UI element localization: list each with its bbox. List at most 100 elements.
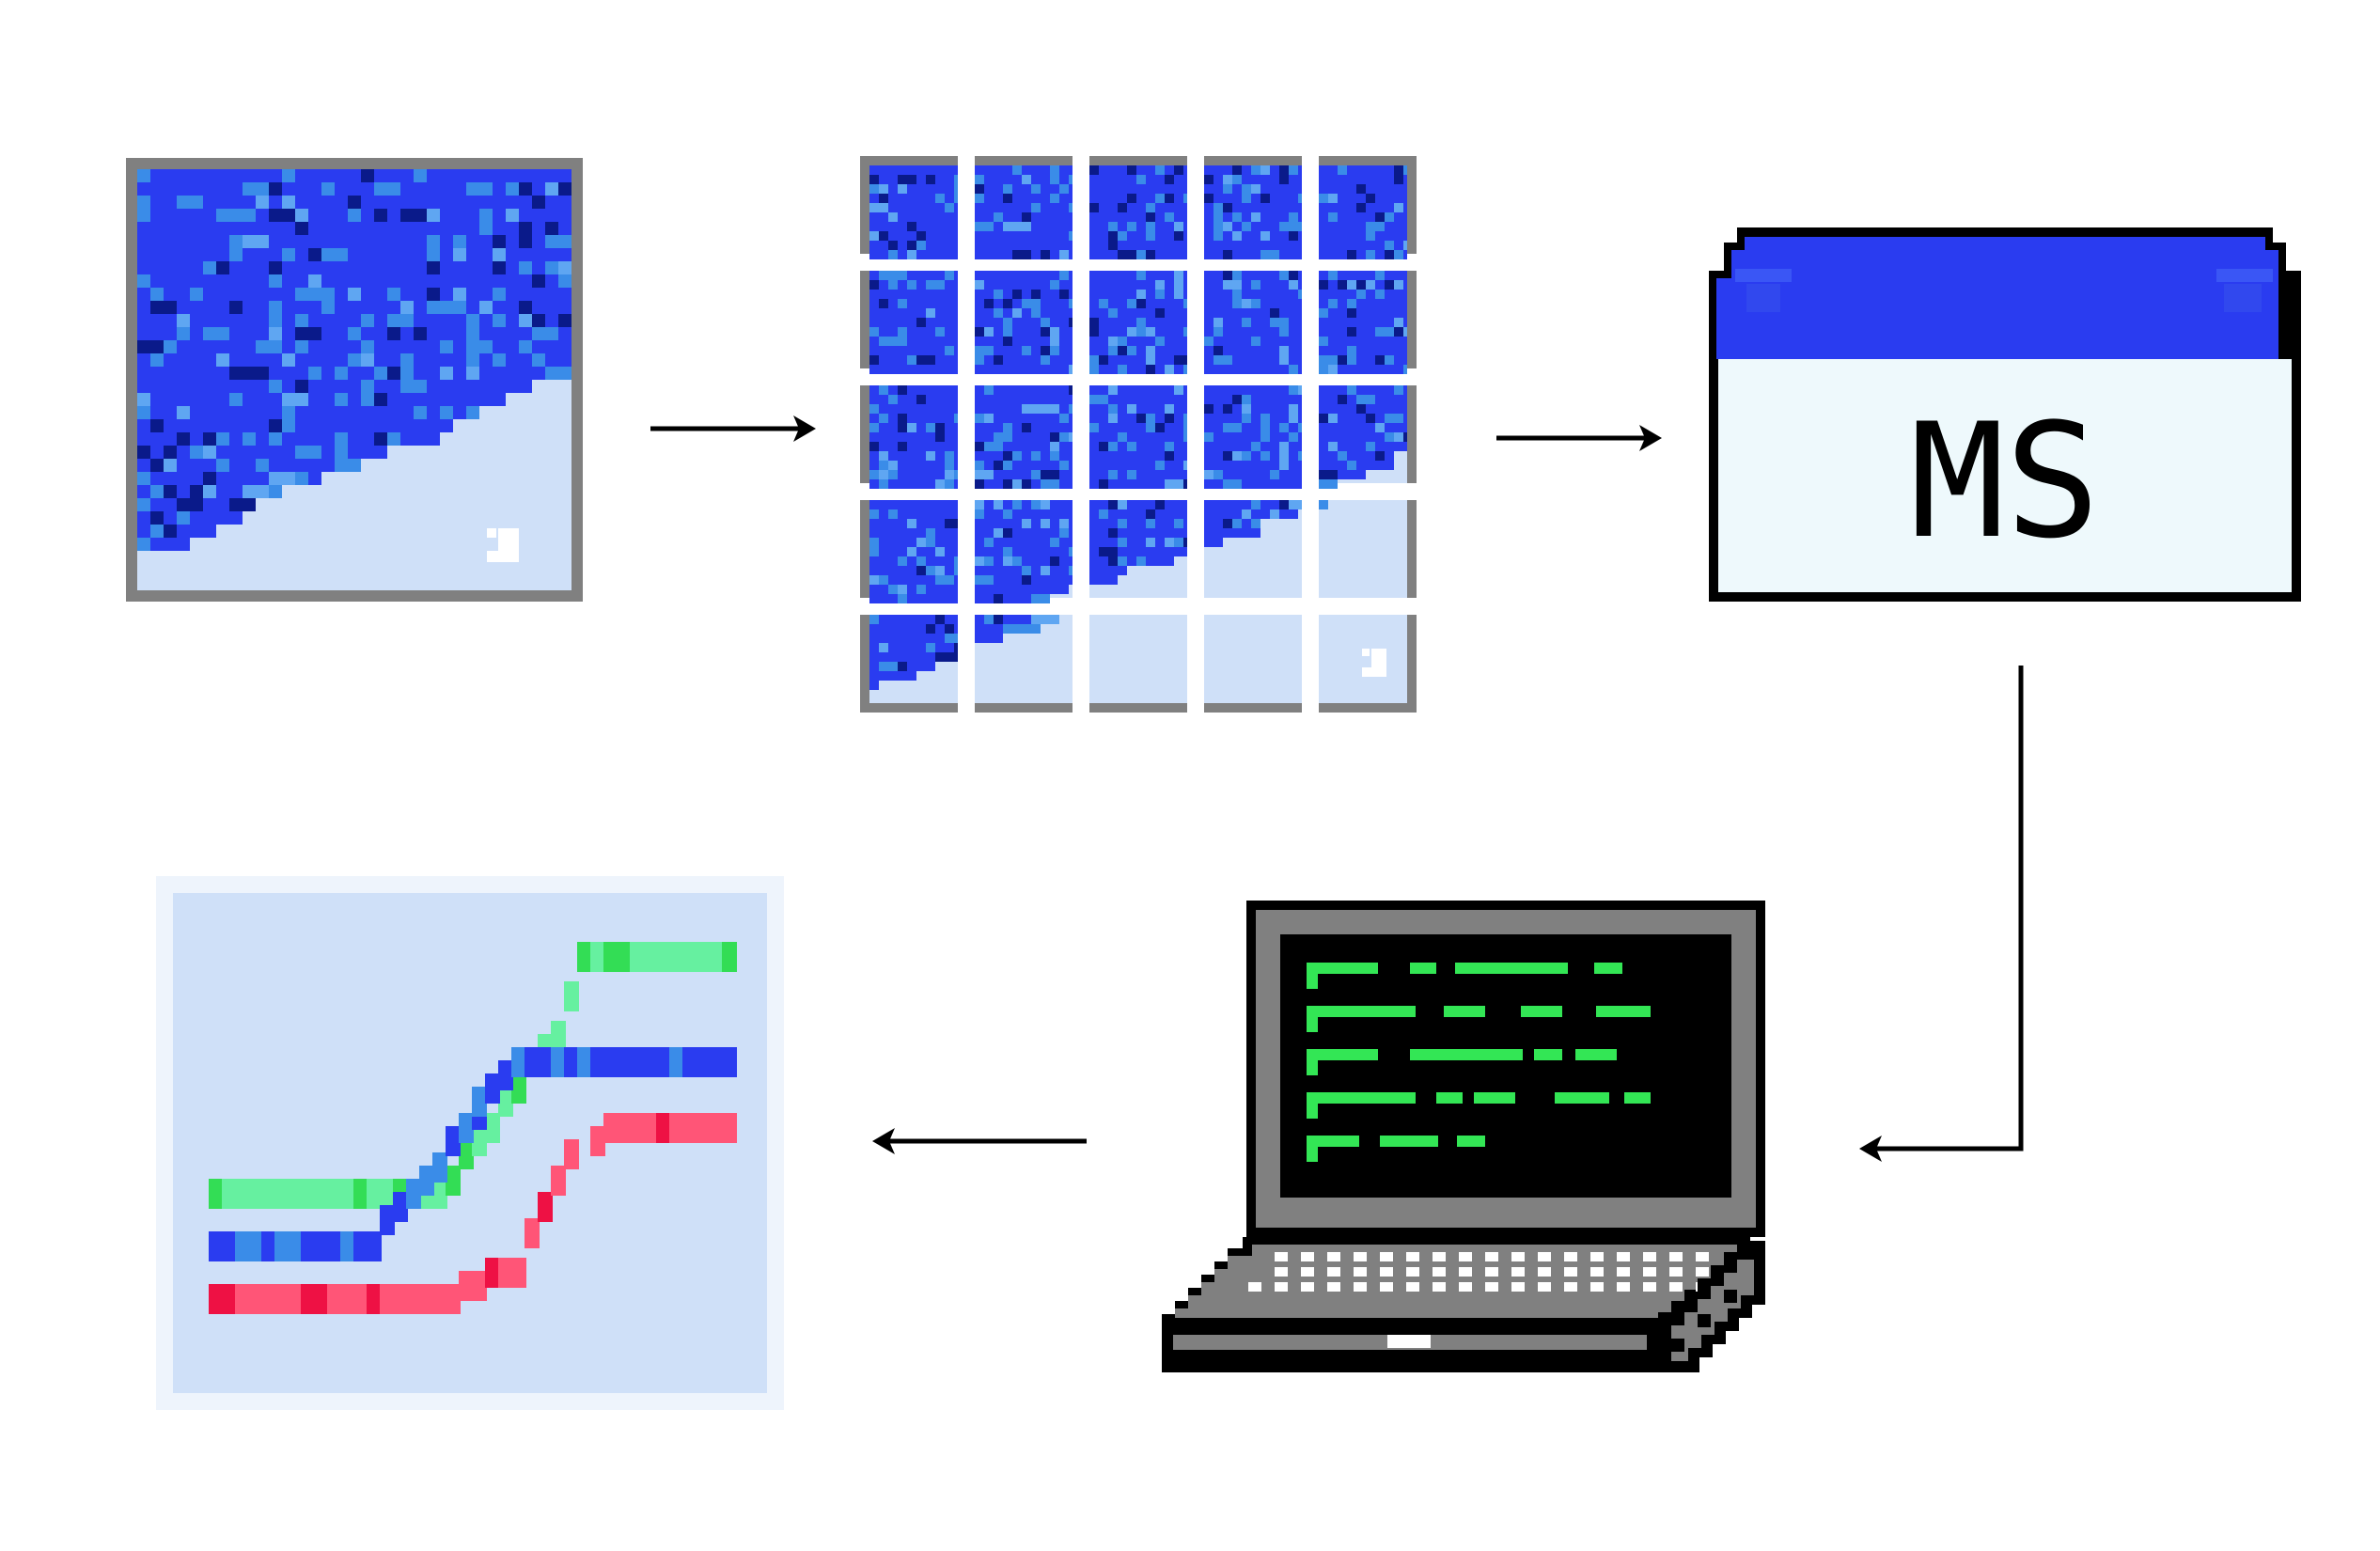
image-tile xyxy=(1204,500,1302,598)
chart-line-segment xyxy=(327,1284,342,1314)
chart-line-segment xyxy=(617,1113,632,1143)
chart-line-segment xyxy=(327,1179,342,1209)
keyboard-key xyxy=(1406,1267,1419,1277)
chart-line-segment xyxy=(511,1258,526,1288)
ms-window-icon: MS xyxy=(1709,227,2301,602)
keyboard-key xyxy=(1643,1252,1656,1261)
chart-line-segment xyxy=(353,1231,368,1261)
chart-line-segment xyxy=(367,1231,382,1261)
chart-line-segment xyxy=(551,1166,566,1196)
chart-line-segment xyxy=(682,942,697,972)
chart-line-segment xyxy=(314,1179,329,1209)
chart-line-segment xyxy=(630,1113,645,1143)
chart-line-segment xyxy=(590,942,605,972)
keyboard-key xyxy=(1590,1267,1604,1277)
terminal-text-line xyxy=(1457,1136,1485,1147)
chart-line-segment xyxy=(577,1047,592,1077)
keyboard-key xyxy=(1459,1252,1472,1261)
keyboard-key xyxy=(1669,1282,1683,1292)
image-tile xyxy=(1319,615,1417,713)
keyboard-key xyxy=(1275,1267,1288,1277)
chart-line-segment xyxy=(511,1047,526,1077)
image-tile xyxy=(1089,156,1187,259)
chart-line-segment xyxy=(301,1231,316,1261)
chart-line-segment xyxy=(248,1284,263,1314)
terminal-text-line xyxy=(1410,963,1436,974)
keyboard-key xyxy=(1617,1282,1630,1292)
chart-line-segment xyxy=(682,1047,697,1077)
chart-line-segment xyxy=(222,1284,237,1314)
image-tile xyxy=(860,271,958,374)
chart-line-segment xyxy=(485,1073,500,1104)
keyboard-key xyxy=(1406,1252,1419,1261)
keyboard-key xyxy=(1511,1282,1525,1292)
keyboard-key xyxy=(1564,1267,1577,1277)
terminal-text-line xyxy=(1575,1049,1617,1060)
chart-line-segment xyxy=(301,1179,316,1209)
keyboard-key xyxy=(1485,1267,1498,1277)
chart-line-segment xyxy=(301,1284,316,1314)
chart-line-segment xyxy=(432,1284,447,1314)
chart-line-segment xyxy=(209,1284,224,1314)
chart-line-segment xyxy=(643,1047,658,1077)
chart-line-segment xyxy=(551,1021,566,1051)
chart-line-segment xyxy=(525,1218,540,1248)
chart-line-segment xyxy=(511,1073,526,1104)
chart-line-segment xyxy=(603,1113,618,1143)
chart-line-segment xyxy=(538,1192,553,1222)
arrowhead-2 xyxy=(1639,425,1662,451)
keyboard-key xyxy=(1301,1282,1314,1292)
image-tile xyxy=(860,615,958,713)
keyboard-key xyxy=(1327,1252,1340,1261)
chart-line-segment xyxy=(353,1284,368,1314)
terminal-text-line xyxy=(1436,1092,1463,1104)
laptop-terminal-icon xyxy=(1162,901,1765,1372)
chart-line-segment xyxy=(564,1139,579,1169)
chart-line-segment xyxy=(459,1113,474,1143)
chart-line-segment xyxy=(222,1231,237,1261)
chart-line-segment xyxy=(722,1047,737,1077)
chart-line-segment xyxy=(498,1258,513,1288)
image-tile xyxy=(1319,156,1417,259)
keyboard-key xyxy=(1275,1252,1288,1261)
chart-line-segment xyxy=(630,1047,645,1077)
terminal-text-line xyxy=(1444,1006,1485,1017)
chart-line-segment xyxy=(367,1284,382,1314)
keyboard-key xyxy=(1327,1267,1340,1277)
keyboard-key xyxy=(1617,1252,1630,1261)
terminal-text-line xyxy=(1307,1049,1378,1060)
terminal-text-line xyxy=(1555,1092,1609,1104)
chart-line-segment xyxy=(696,1113,711,1143)
image-tile xyxy=(1204,615,1302,713)
image-tile xyxy=(860,500,958,603)
chart-line-segment xyxy=(432,1179,447,1209)
chart-line-segment xyxy=(446,1284,461,1314)
chart-line-segment xyxy=(538,1047,553,1077)
chart-line-segment xyxy=(235,1179,250,1209)
chart-line-segment xyxy=(380,1179,395,1209)
chart-line-segment xyxy=(248,1179,263,1209)
chart-line-segment xyxy=(446,1166,461,1196)
chart-line-segment xyxy=(669,1047,684,1077)
chart-series-blue xyxy=(209,1047,737,1261)
arrow-ms-to-laptop xyxy=(1871,666,2024,1152)
terminal-text-line xyxy=(1596,1006,1651,1017)
chart-line-segment xyxy=(485,1113,500,1143)
terminal-text-line xyxy=(1380,1136,1438,1147)
keyboard-key xyxy=(1590,1252,1604,1261)
image-tile xyxy=(1319,271,1417,374)
keyboard-key xyxy=(1538,1252,1551,1261)
keyboard-key xyxy=(1406,1282,1419,1292)
chart-line-segment xyxy=(709,942,724,972)
chart-line-segment xyxy=(288,1179,303,1209)
image-tile xyxy=(1089,500,1187,598)
image-tile xyxy=(1204,156,1302,259)
chart-line-segment xyxy=(656,1113,671,1143)
chart-line-segment xyxy=(590,1047,605,1077)
chart-line-segment xyxy=(367,1179,382,1209)
chart-line-segment xyxy=(669,1113,684,1143)
chart-line-segment xyxy=(617,942,632,972)
keyboard-key xyxy=(1564,1252,1577,1261)
chart-line-segment xyxy=(682,1113,697,1143)
keyboard-key xyxy=(1380,1252,1393,1261)
